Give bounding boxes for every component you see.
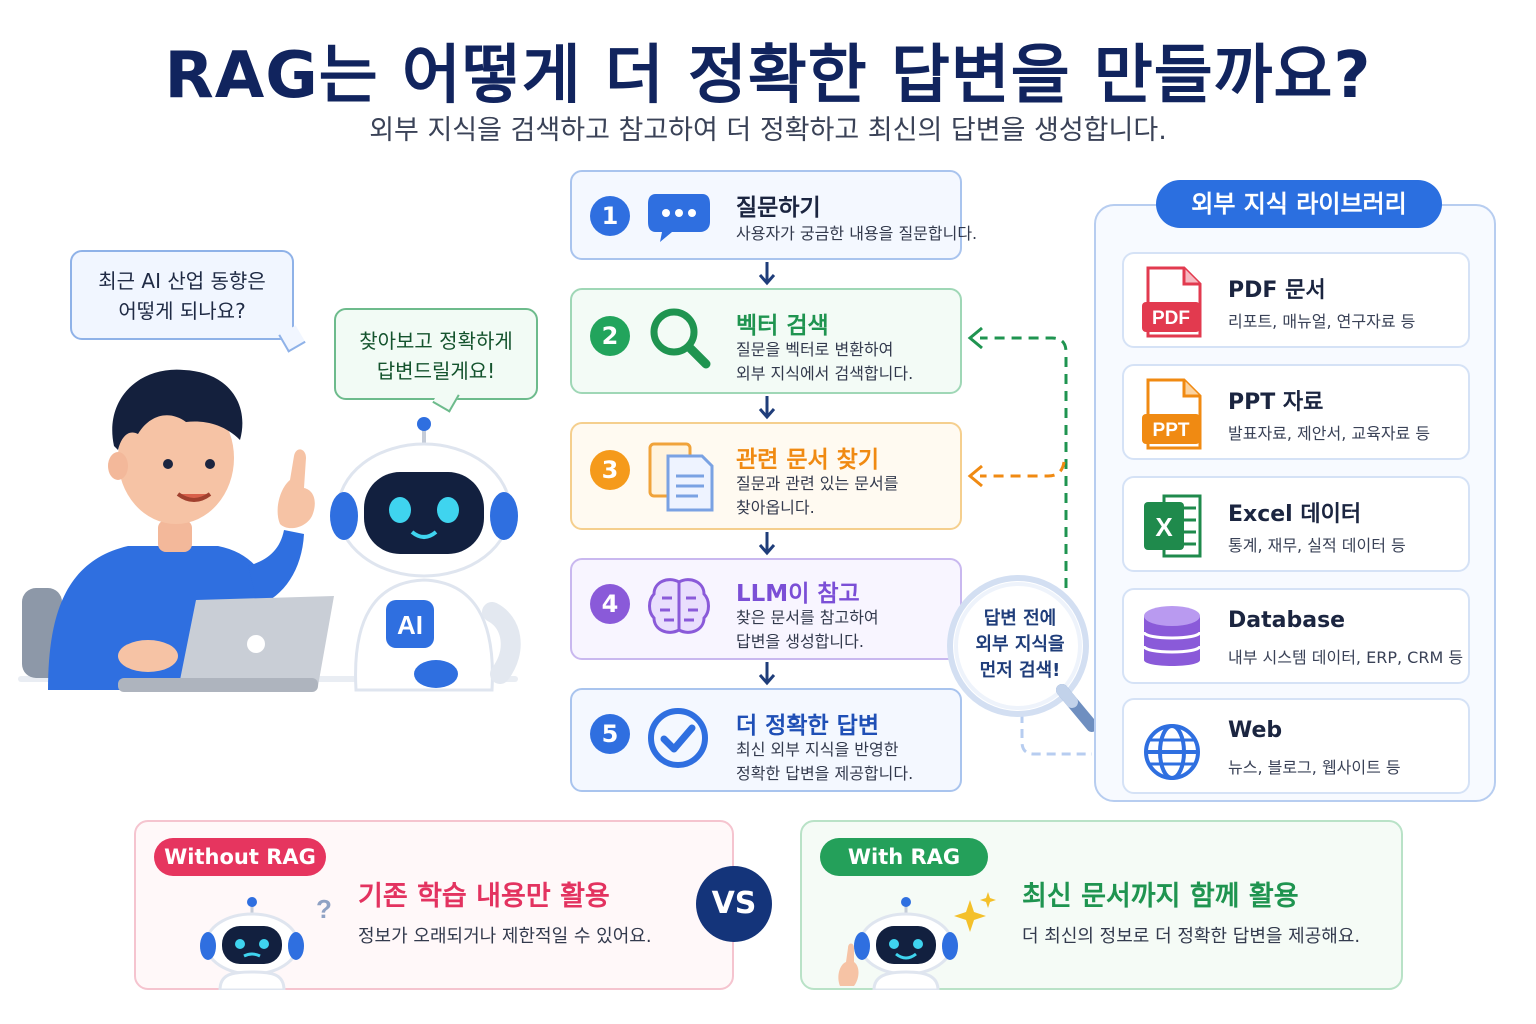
step-title: 질문하기 [736,195,821,221]
step-2-vector-search: 2 벡터 검색 질문을 벡터로 변환하여 외부 지식에서 검색합니다. [570,288,962,394]
step-description: 답변을 생성합니다. [736,632,864,651]
step-1-ask-question: 1 질문하기 사용자가 궁금한 내용을 질문합니다. [570,170,977,260]
chat-bubble-icon [648,194,710,242]
library-item-desc: 뉴스, 블로그, 웹사이트 등 [1228,758,1401,777]
library-item-ppt: PPT PPT 자료 발표자료, 제안서, 교육자료 등 [1122,364,1470,460]
pdf-badge: PDF [1152,308,1190,329]
document-icon [648,442,714,512]
confused-robot-icon: ? [200,894,332,990]
step-title: 더 정확한 답변 [736,713,879,739]
without-rag-title: 기존 학습 내용만 활용 [358,881,610,912]
retrieval-connector [967,326,1068,588]
library-item-title: Web [1228,718,1283,743]
magnifier-handle-icon [1056,684,1098,732]
step-number-badge: 4 [590,584,630,624]
step-title: 관련 문서 찾기 [736,447,879,473]
without-rag-card: Without RAG ? 기존 학습 내용만 활용 정보가 오래되거나 제한적… [134,820,734,990]
step-title: LLM이 참고 [736,581,860,607]
library-item-desc: 발표자료, 제안서, 교육자료 등 [1228,424,1431,443]
step-description: 정확한 답변을 제공합니다. [736,764,914,783]
step-number-badge: 5 [590,714,630,754]
library-item-title: PPT 자료 [1228,390,1324,415]
library-item-title: Database [1228,608,1346,633]
without-rag-desc: 정보가 오래되거나 제한적일 수 있어요. [358,926,652,947]
with-rag-desc: 더 최신의 정보로 더 정확한 답변을 제공해요. [1022,926,1361,947]
page-title: RAG는 어떻게 더 정확한 답변을 만들까요? [164,39,1372,113]
check-circle-icon [648,708,708,768]
library-item-desc: 내부 시스템 데이터, ERP, CRM 등 [1228,648,1464,667]
step-description: 찾은 문서를 참고하여 [736,608,879,627]
person-icon [48,369,315,690]
happy-robot-icon [838,892,996,990]
library-item-excel: X Excel 데이터 통계, 재무, 실적 데이터 등 [1122,476,1470,572]
excel-file-icon: X [1144,494,1202,558]
arrow-down-icon [758,532,776,556]
bot-speech-bubble: 찾아보고 정확하게 답변드릴게요! [334,308,538,413]
user-and-robot-illustration: AI [18,369,521,692]
vs-badge: VS [696,866,772,942]
arrow-down-icon [758,396,776,420]
step-title: 벡터 검색 [736,313,829,339]
search-icon [650,308,711,369]
ai-robot-icon [330,417,521,692]
step-description: 외부 지식에서 검색합니다. [736,364,914,383]
step-description: 질문과 관련 있는 문서를 [736,474,899,493]
magnifier-icon [947,575,1089,717]
magnifier-text: 답변 전에 외부 지식을 먼저 검색! [946,606,1094,684]
library-item-web: Web 뉴스, 블로그, 웹사이트 등 [1122,698,1470,794]
user-speech-bubble: 최근 AI 산업 동향은 어떻게 되나요? [70,250,306,353]
step-number-badge: 3 [590,450,630,490]
excel-badge: X [1155,512,1173,542]
library-item-desc: 통계, 재무, 실적 데이터 등 [1228,536,1406,555]
step-3-find-documents: 3 관련 문서 찾기 질문과 관련 있는 문서를 찾아옵니다. [570,422,962,530]
magnifier-line: 외부 지식을 [975,634,1065,655]
robot-badge-label: AI [397,610,423,640]
with-rag-title: 최신 문서까지 함께 활용 [1022,881,1299,912]
user-bubble-line: 어떻게 되나요? [118,299,246,323]
magnifier-line: 답변 전에 [983,608,1057,629]
magnifier-line: 먼저 검색! [979,660,1061,681]
bot-bubble-line: 답변드릴게요! [376,359,496,383]
without-rag-pill: Without RAG [154,838,326,876]
user-bubble-line: 최근 AI 산업 동향은 [98,269,266,293]
ppt-file-icon: PPT [1142,378,1202,450]
library-title: 외부 지식 라이브러리 [1156,180,1442,228]
globe-icon [1144,724,1200,780]
magnifier-connector [1020,714,1092,756]
step-description: 최신 외부 지식을 반영한 [736,740,899,759]
step-number-badge: 1 [590,196,630,236]
step-5-accurate-answer: 5 더 정확한 답변 최신 외부 지식을 반영한 정확한 답변을 제공합니다. [570,688,962,792]
step-4-llm-reference: 4 LLM이 참고 찾은 문서를 참고하여 답변을 생성합니다. [570,558,962,660]
ppt-badge: PPT [1153,420,1190,441]
svg-text:?: ? [316,894,332,924]
database-icon [1142,606,1202,666]
library-item-pdf: PDF PDF 문서 리포트, 매뉴얼, 연구자료 등 [1122,252,1470,348]
library-item-title: PDF 문서 [1228,278,1326,303]
library-item-desc: 리포트, 매뉴얼, 연구자료 등 [1228,312,1416,331]
bot-bubble-line: 찾아보고 정확하게 [359,329,513,353]
arrow-down-icon [758,262,776,286]
laptop-icon [118,596,334,692]
step-description: 질문을 벡터로 변환하여 [736,340,894,359]
library-item-database: Database 내부 시스템 데이터, ERP, CRM 등 [1122,588,1470,684]
brain-icon [648,578,710,634]
step-description: 사용자가 궁금한 내용을 질문합니다. [736,224,978,243]
page-subtitle: 외부 지식을 검색하고 참고하여 더 정확하고 최신의 답변을 생성합니다. [369,115,1167,146]
step-number-badge: 2 [590,316,630,356]
with-rag-pill: With RAG [820,838,988,876]
with-rag-card: With RAG 최신 문서까지 함께 활용 더 최신의 정보로 더 정확한 답… [800,820,1403,990]
pdf-file-icon: PDF [1142,266,1202,338]
library-item-title: Excel 데이터 [1228,502,1362,527]
arrow-down-icon [758,662,776,686]
step-description: 찾아옵니다. [736,498,815,517]
